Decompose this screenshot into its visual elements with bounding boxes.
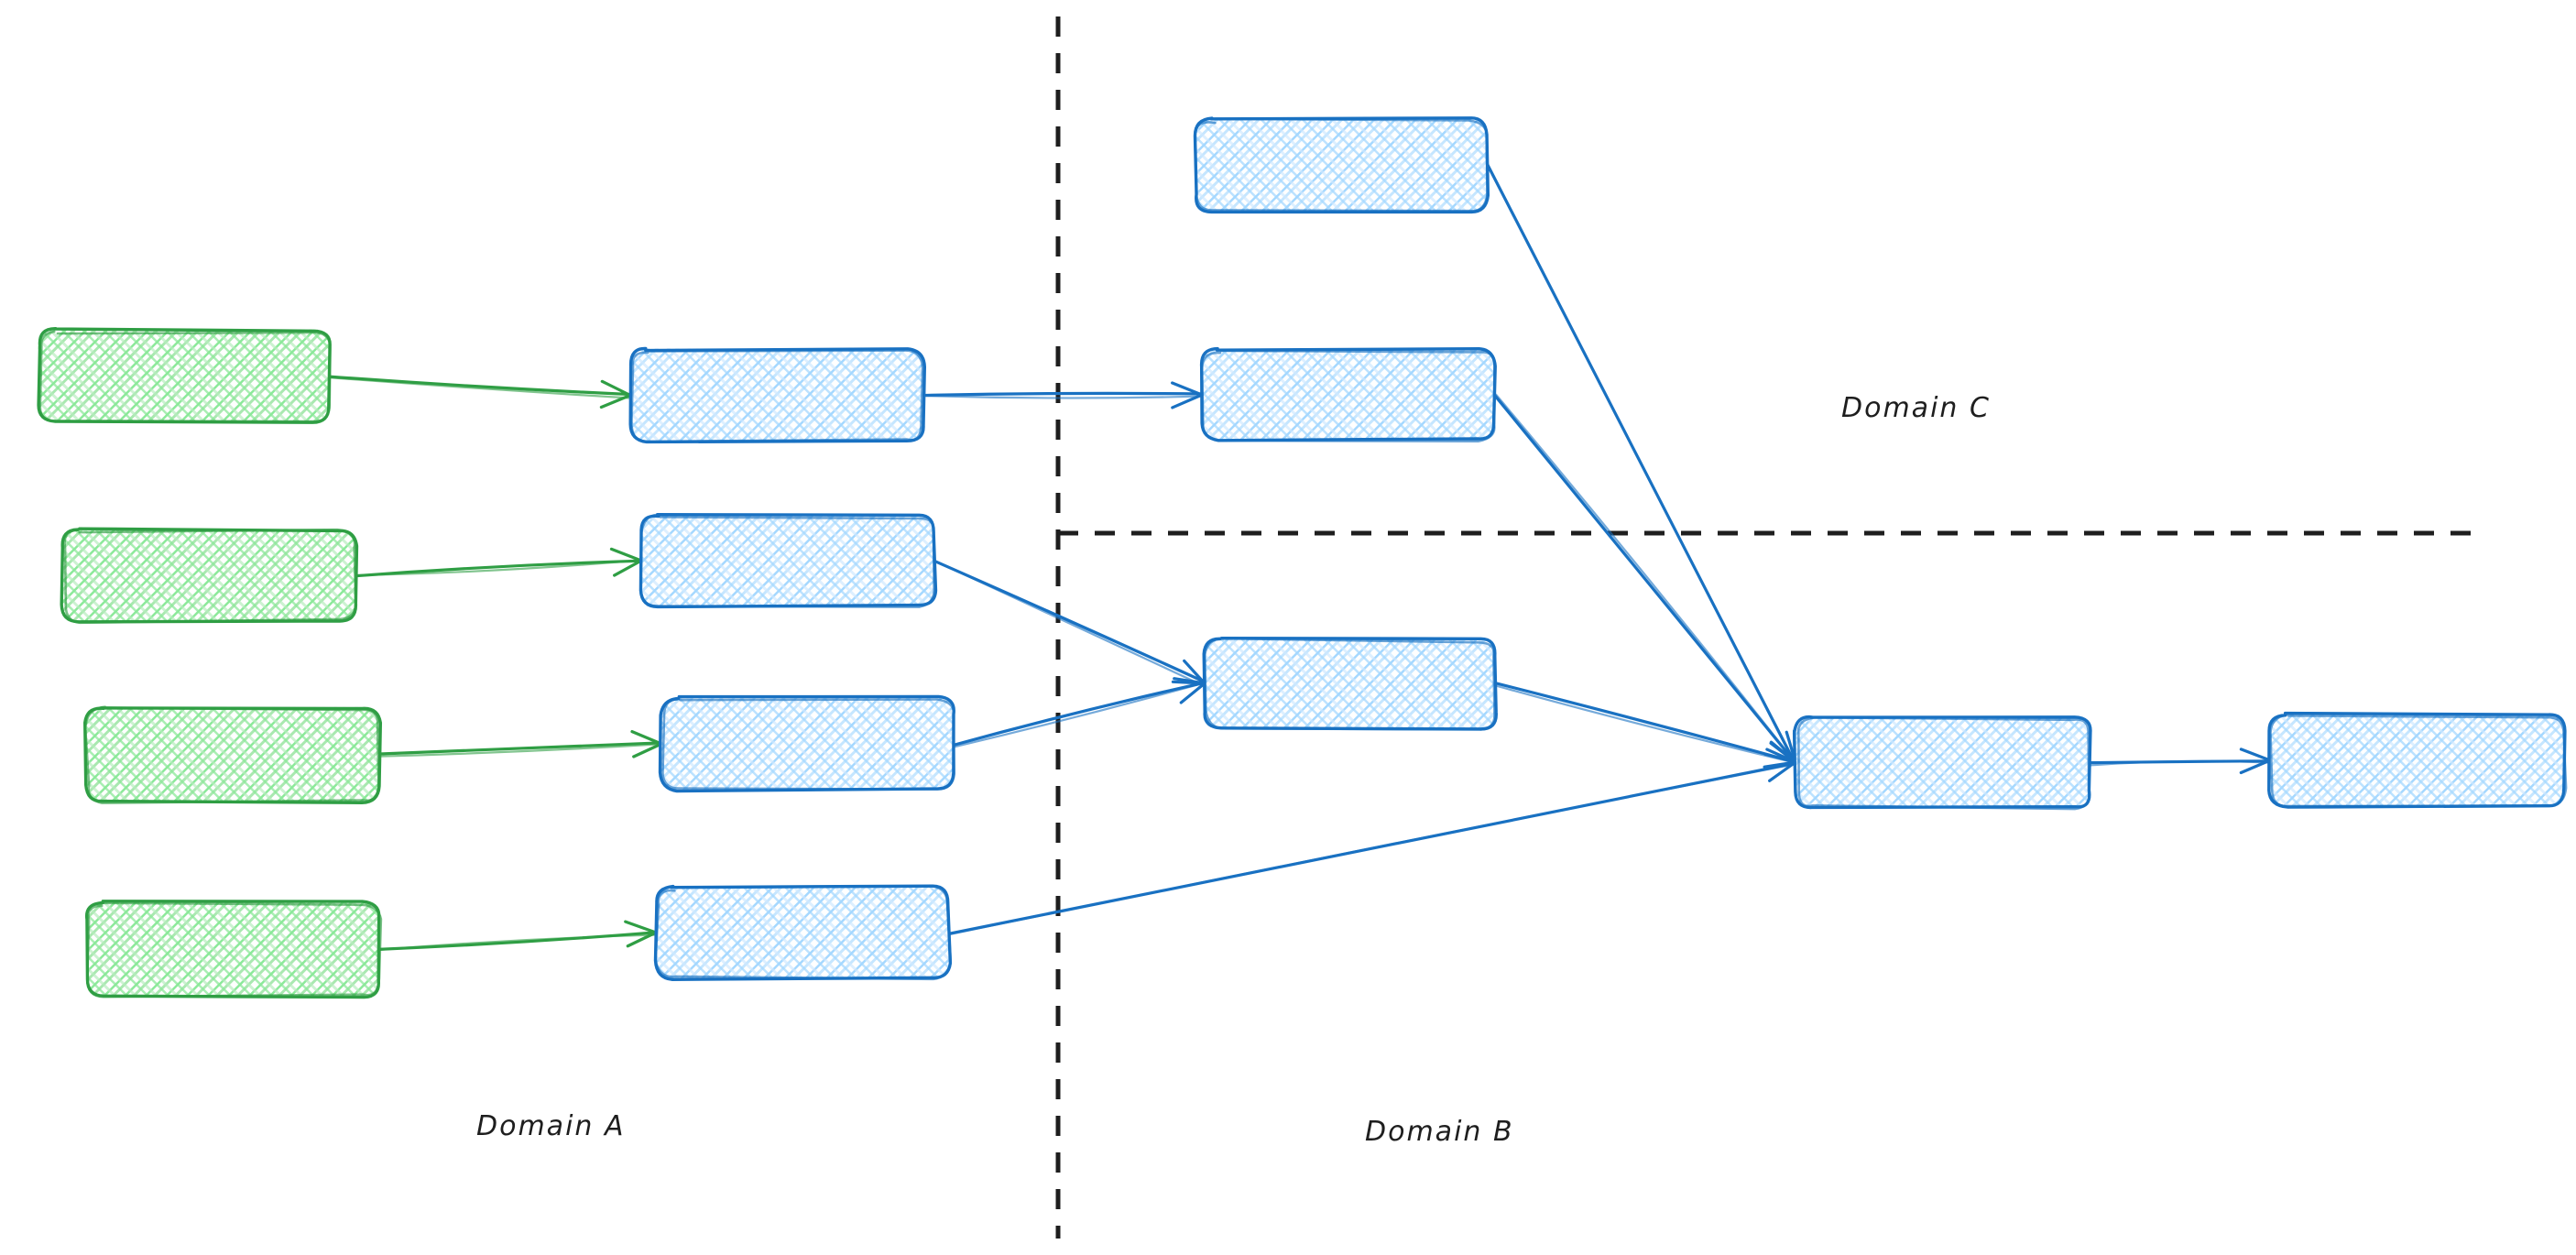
node-fill-secondary [1204, 638, 1496, 729]
node-outline-pass2 [2269, 713, 2568, 808]
node-a4[interactable] [84, 900, 383, 999]
edge-d1-e1[interactable] [2088, 748, 2273, 775]
edge-line-pass2 [1487, 165, 1797, 765]
node-a2[interactable] [60, 527, 359, 625]
node-hitbox-a3[interactable] [86, 707, 379, 802]
node-hitbox-b4[interactable] [656, 887, 949, 978]
node-outline [84, 900, 381, 999]
edge-c1-d1[interactable] [1485, 162, 1797, 765]
node-hitbox-c1[interactable] [1195, 119, 1487, 211]
edge-line-pass2 [354, 559, 642, 577]
node-b1[interactable] [628, 346, 927, 444]
node-fill-secondary [641, 514, 935, 607]
edge-line [1493, 681, 1796, 764]
node-fill-secondary [61, 529, 355, 622]
node-d1[interactable] [1792, 715, 2092, 811]
edge-line-pass2 [934, 560, 1205, 687]
edge-line [1493, 394, 1796, 763]
node-hitbox-b3[interactable] [661, 698, 955, 790]
node-fill-secondary [1195, 118, 1487, 212]
edge-line [922, 391, 1204, 398]
node-a3[interactable] [83, 705, 383, 805]
node-fill-secondary [655, 886, 949, 978]
node-hitbox-c2[interactable] [1202, 350, 1495, 440]
node-e1[interactable] [2267, 711, 2568, 809]
edge-arrowhead [1171, 381, 1204, 409]
node-a1[interactable] [37, 327, 332, 424]
edge-line-pass2 [378, 742, 664, 758]
node-outline-pass2 [38, 330, 332, 423]
edge-c2-d1[interactable] [1493, 393, 1798, 766]
node-b3[interactable] [658, 694, 955, 793]
domain-label-domain-a: Domain A [476, 1110, 626, 1142]
edge-a1-b1[interactable] [327, 375, 633, 409]
edge-line-pass2 [2088, 759, 2271, 767]
edge-a2-b2[interactable] [354, 547, 644, 578]
node-c3[interactable] [1202, 636, 1498, 731]
node-outline-pass2 [1194, 117, 1489, 213]
node-fill-secondary [2269, 714, 2566, 807]
node-hitbox-e1[interactable] [2270, 715, 2565, 806]
edge-b2-c3[interactable] [932, 559, 1207, 687]
node-hitbox-a1[interactable] [38, 330, 330, 421]
node-hitbox-d1[interactable] [1796, 716, 2090, 808]
node-hitbox-a2[interactable] [62, 529, 355, 621]
node-outline-pass2 [1796, 715, 2090, 811]
domain-label-domain-c: Domain C [1841, 392, 1991, 424]
node-outline-pass2 [83, 705, 380, 804]
node-outline [628, 346, 927, 444]
edge-a4-b4[interactable] [377, 920, 658, 952]
edge-c3-d1[interactable] [1493, 681, 1797, 769]
edge-b4-d1[interactable] [947, 752, 1797, 935]
node-outline-pass2 [639, 513, 935, 608]
node-outline-pass2 [63, 528, 357, 625]
node-fill-secondary [85, 901, 380, 998]
node-fill-secondary [38, 329, 331, 422]
edge-line [378, 741, 664, 756]
edge-line-pass2 [954, 682, 1206, 748]
edge-line [354, 559, 644, 578]
node-outline [1792, 715, 2092, 810]
edge-line [952, 681, 1206, 747]
node-fill-secondary [660, 697, 955, 790]
edge-line-pass2 [1494, 393, 1798, 766]
node-outline-pass2 [661, 698, 955, 791]
node-fill-secondary [1795, 715, 2090, 809]
node-fill-secondary [629, 348, 924, 442]
edge-b1-c2[interactable] [922, 381, 1205, 409]
node-hitbox-b2[interactable] [641, 515, 934, 606]
node-outline-pass2 [1203, 637, 1496, 731]
node-c2[interactable] [1199, 346, 1497, 442]
edge-line [327, 375, 633, 397]
node-b4[interactable] [653, 884, 953, 981]
edge-a3-b3[interactable] [378, 729, 664, 758]
node-b2[interactable] [639, 513, 938, 609]
node-hitbox-c3[interactable] [1205, 638, 1496, 728]
node-fill-secondary [1201, 349, 1495, 441]
node-outline-pass2 [630, 349, 924, 443]
node-outline-pass2 [654, 885, 953, 981]
node-c1[interactable] [1193, 116, 1490, 214]
node-outline-pass2 [1200, 349, 1496, 442]
node-outline [83, 706, 383, 805]
domain-label-domain-b: Domain B [1365, 1116, 1514, 1148]
edge-b3-c3[interactable] [952, 677, 1206, 748]
node-hitbox-b1[interactable] [630, 349, 923, 442]
edge-line-pass2 [328, 376, 633, 399]
node-fill-secondary [85, 706, 380, 802]
edge-line-pass2 [1496, 684, 1796, 764]
node-hitbox-a4[interactable] [86, 902, 379, 997]
node-outline-pass2 [86, 901, 383, 999]
edge-line-pass2 [922, 394, 1205, 399]
edge-line-pass2 [377, 933, 658, 952]
edge-line-pass2 [949, 763, 1796, 935]
